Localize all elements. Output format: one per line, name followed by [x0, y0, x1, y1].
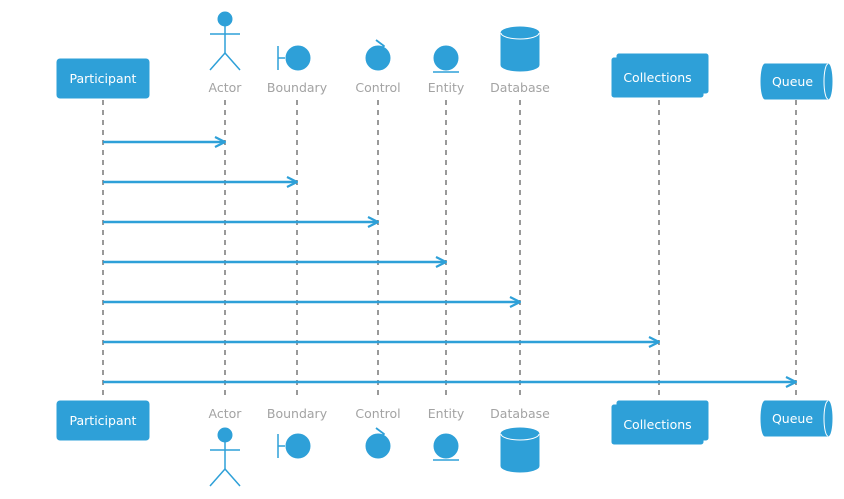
actor-label: Actor: [209, 406, 243, 421]
boundary-label: Boundary: [267, 406, 328, 421]
participant-control-top: Control: [355, 39, 401, 95]
control-arrow-icon: [375, 427, 385, 441]
lifelines: [102, 100, 797, 398]
participant-boundary-bottom: Boundary: [267, 406, 328, 459]
actor-left-leg-icon: [209, 468, 226, 487]
database-cylinder-icon: [500, 26, 540, 72]
boundary-circle-icon: [285, 433, 311, 459]
actor-right-leg-icon: [224, 52, 241, 71]
participant-participant-bottom: Participant: [56, 400, 150, 441]
collections-front-box: [611, 57, 704, 98]
participant-database-top: Database: [490, 26, 550, 95]
database-rim-icon: [500, 433, 540, 441]
control-label: Control: [355, 406, 400, 421]
participant-actor-top: Actor: [209, 11, 243, 95]
participant-control-bottom: Control: [355, 406, 401, 459]
database-cylinder-icon: [500, 427, 540, 473]
queue-label: Queue: [772, 74, 813, 89]
control-circle-icon: [365, 45, 391, 71]
database-rim-icon: [500, 32, 540, 40]
participant-heads-bottom: Participant Actor Boundary Control Entity Dat…: [56, 400, 833, 487]
collections-label: Collections: [623, 417, 691, 432]
entity-label: Entity: [428, 406, 465, 421]
messages: [103, 142, 795, 382]
participant-queue-bottom: Queue: [760, 400, 833, 437]
boundary-circle-icon: [285, 45, 311, 71]
participant-label: Participant: [70, 413, 137, 428]
entity-label: Entity: [428, 80, 465, 95]
collections-front-box: [611, 404, 704, 445]
queue-end-icon: [823, 63, 829, 100]
participant-queue-top: Queue: [760, 63, 833, 100]
participant-collections-bottom: Collections: [611, 400, 709, 445]
participant-box: [56, 400, 150, 441]
participant-entity-top: Entity: [428, 45, 465, 95]
participant-box: [56, 58, 150, 99]
queue-end-icon: [823, 400, 829, 437]
control-label: Control: [355, 80, 400, 95]
database-label: Database: [490, 406, 550, 421]
entity-circle-icon: [433, 433, 459, 459]
participant-entity-bottom: Entity: [428, 406, 465, 461]
actor-left-leg-icon: [209, 52, 226, 71]
control-circle-icon: [365, 433, 391, 459]
participant-actor-bottom: Actor: [209, 406, 243, 487]
participant-participant-top: Participant: [56, 58, 150, 99]
actor-label: Actor: [209, 80, 243, 95]
participant-label: Participant: [70, 71, 137, 86]
queue-label: Queue: [772, 411, 813, 426]
participant-collections-top: Collections: [611, 53, 709, 98]
participant-boundary-top: Boundary: [267, 45, 328, 95]
actor-head-icon: [217, 11, 233, 27]
collections-label: Collections: [623, 70, 691, 85]
entity-circle-icon: [433, 45, 459, 71]
database-label: Database: [490, 80, 550, 95]
actor-head-icon: [217, 427, 233, 443]
boundary-label: Boundary: [267, 80, 328, 95]
participant-database-bottom: Database: [490, 406, 550, 473]
control-arrow-icon: [375, 39, 385, 53]
actor-right-leg-icon: [224, 468, 241, 487]
